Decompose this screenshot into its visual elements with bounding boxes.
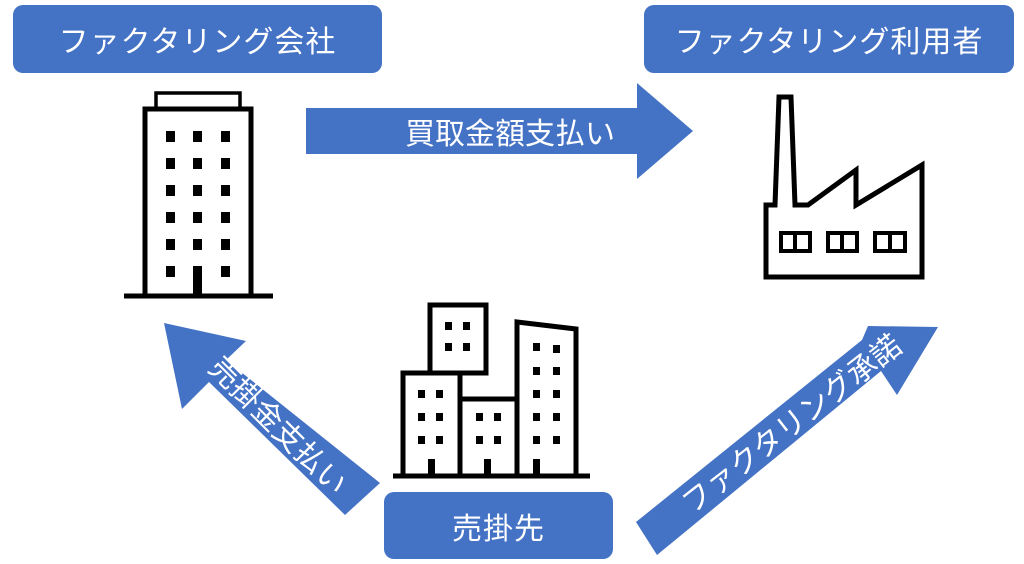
- factoring-company-label: ファクタリング会社: [58, 25, 337, 60]
- city-buildings-icon: [393, 302, 590, 479]
- receivable-payment-arrow: [164, 323, 380, 515]
- factory-icon: [763, 94, 925, 280]
- factoring-approval-arrow: [636, 326, 938, 555]
- customer-label: 売掛先: [452, 511, 545, 547]
- factoring-company-node: ファクタリング会社: [13, 5, 382, 73]
- purchase-payment-label: 買取金額支払い: [405, 117, 615, 152]
- factoring-user-label: ファクタリング利用者: [674, 25, 984, 60]
- purchase-payment-arrow: [306, 83, 693, 179]
- customer-node: 売掛先: [384, 492, 613, 559]
- factoring-user-node: ファクタリング利用者: [644, 5, 1014, 73]
- office-building-icon: [124, 91, 273, 299]
